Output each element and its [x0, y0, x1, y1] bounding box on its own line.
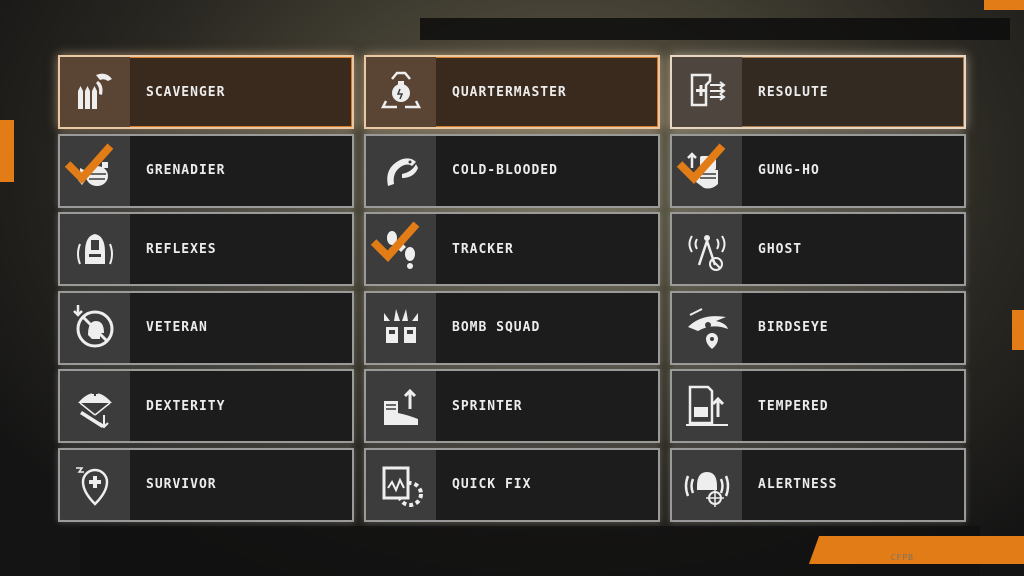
perk-slot-resolute[interactable]: RESOLUTE [670, 55, 966, 129]
perk-label: QUICK FIX [452, 477, 532, 493]
parachute-rifle-icon [60, 371, 130, 442]
checkmark-icon [64, 143, 114, 184]
perk-slot-reflexes[interactable]: REFLEXES [58, 212, 354, 287]
perk-label: BIRDSEYE [758, 320, 829, 336]
fist-grenade-icon [672, 135, 742, 206]
perk-label: VETERAN [146, 320, 208, 336]
perk-grid: SCAVENGER QUARTERMASTER RESOLUTE GRENADIER C… [58, 55, 966, 522]
perk-label: SURVIVOR [146, 477, 217, 493]
snake-icon [366, 135, 436, 206]
armor-plus-icon [672, 57, 742, 127]
parachute-rifle-icon [78, 390, 112, 429]
perk-label: REFLEXES [146, 241, 217, 257]
perk-slot-gung-ho[interactable]: GUNG-HO [670, 133, 966, 208]
bg-orange-stripe [984, 0, 1024, 10]
perk-slot-survivor[interactable]: SURVIVOR [58, 447, 354, 522]
perk-label: GUNG-HO [758, 163, 820, 179]
perk-label: ALERTNESS [758, 477, 838, 493]
helmet-reflex-icon [60, 214, 130, 285]
perk-label: RESOLUTE [758, 84, 829, 100]
perk-label: GRENADIER [146, 163, 226, 179]
recycle-grenade-icon [380, 71, 422, 109]
perk-slot-cold-blooded[interactable]: COLD-BLOODED [364, 133, 660, 208]
background-code-text: CFPB [890, 553, 914, 562]
perk-label: DEXTERITY [146, 398, 226, 414]
perk-slot-bomb-squad[interactable]: BOMB SQUAD [364, 290, 660, 365]
perk-slot-scavenger[interactable]: SCAVENGER [58, 55, 354, 129]
perk-slot-sprinter[interactable]: SPRINTER [364, 369, 660, 444]
perk-label: SPRINTER [452, 398, 523, 414]
armor-gear-icon [382, 466, 423, 507]
perk-label: COLD-BLOODED [452, 163, 558, 179]
footprints-icon [366, 214, 436, 285]
medic-pin-icon [60, 449, 130, 520]
boot-arrow-icon [384, 389, 418, 426]
eagle-eye-icon [688, 307, 728, 349]
snake-icon [387, 157, 418, 186]
helmet-reflex-icon [77, 234, 113, 265]
vulture-ammo-icon [60, 57, 130, 127]
perk-slot-grenadier[interactable]: GRENADIER [58, 133, 354, 208]
perk-label: BOMB SQUAD [452, 320, 541, 336]
bg-orange-stripe [1012, 310, 1024, 350]
armor-gear-icon [366, 449, 436, 520]
perk-slot-dexterity[interactable]: DEXTERITY [58, 369, 354, 444]
armor-plate-arrow-icon [686, 386, 728, 427]
perk-label: SCAVENGER [146, 84, 226, 100]
medic-pin-icon [76, 467, 109, 506]
perk-slot-veteran[interactable]: VETERAN [58, 290, 354, 365]
armor-plate-arrow-icon [672, 371, 742, 442]
checkmark-icon [676, 143, 726, 184]
bomb-squad-icon [366, 292, 436, 363]
spartan-helmet-icon [73, 304, 114, 348]
perk-slot-alertness[interactable]: ALERTNESS [670, 447, 966, 522]
bomb-squad-icon [384, 308, 418, 343]
perk-slot-tempered[interactable]: TEMPERED [670, 369, 966, 444]
grenade-icon [60, 135, 130, 206]
vulture-ammo-icon [78, 73, 112, 109]
signal-blocked-icon [688, 235, 726, 272]
eagle-eye-icon [672, 292, 742, 363]
spartan-helmet-icon [60, 292, 130, 363]
helmet-target-icon [684, 471, 730, 507]
signal-blocked-icon [672, 214, 742, 285]
recycle-grenade-icon [366, 57, 436, 127]
boot-arrow-icon [366, 371, 436, 442]
bg-orange-stripe [808, 536, 1024, 564]
perk-label: QUARTERMASTER [452, 84, 567, 100]
perk-slot-tracker[interactable]: TRACKER [364, 212, 660, 287]
armor-plus-icon [690, 73, 726, 107]
perk-label: TEMPERED [758, 398, 829, 414]
perk-slot-quartermaster[interactable]: QUARTERMASTER [364, 55, 660, 129]
helmet-target-icon [672, 449, 742, 520]
perk-label: GHOST [758, 241, 803, 257]
perk-label: TRACKER [452, 241, 514, 257]
bg-orange-stripe [0, 120, 14, 182]
bg-dark-stripe [420, 18, 1010, 40]
perk-slot-ghost[interactable]: GHOST [670, 212, 966, 287]
checkmark-icon [370, 221, 420, 263]
perk-slot-quick-fix[interactable]: QUICK FIX [364, 447, 660, 522]
perk-slot-birdseye[interactable]: BIRDSEYE [670, 290, 966, 365]
